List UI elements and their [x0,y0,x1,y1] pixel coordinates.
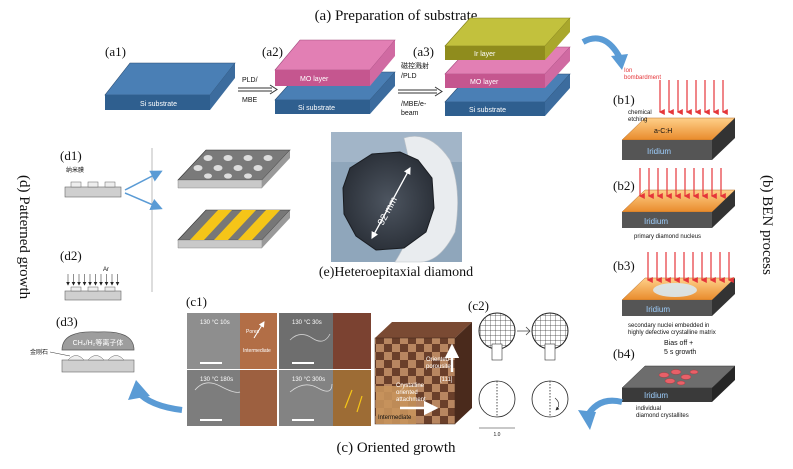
direction-label: [111] [440,377,453,383]
label-b3: (b3) [613,258,635,273]
title-c: (c) Oriented growth [336,440,456,456]
label-a3: (a3) [413,44,434,59]
ben-b2 [621,168,736,228]
ir-label-a3: Ir layer [474,51,496,58]
crystalline-label-3: attachment [396,397,426,403]
defective-matrix-label: highly defective crystalline matrix [628,330,716,336]
crystallites-label: diamond crystallites [636,413,689,419]
diamond-leader [49,351,71,357]
oriented-porous-label-1: Oriented- [426,357,451,363]
method-sputter: 磁控溅射 [401,61,429,70]
label-b2: (b2) [613,178,635,193]
label-a1: (a1) [105,44,126,59]
method-pld: PLD/ [242,77,258,84]
c2-diffraction [478,312,569,429]
si-label-a1: Si substrate [140,101,177,108]
arrow-a-to-b [581,35,623,60]
d3-substrate [61,355,135,373]
label-d2: (d2) [60,248,82,263]
arrow-c-to-d-head [128,380,150,400]
ion-label: Ion [624,68,632,74]
iridium-label-b2: Iridium [644,217,668,226]
perforated-plate [177,149,291,189]
label-c2: (c2) [468,298,489,313]
arrow-d1-bottom [124,192,163,210]
method-ebeam: beam [401,110,419,117]
si-label-a3: Si substrate [469,107,506,114]
c2-scale: 1.0 [494,432,501,438]
si-label-a2: Si substrate [298,105,335,112]
ben-b1 [621,80,736,160]
iridium-label-b3: Iridium [646,305,670,314]
sem-grid [187,313,371,426]
chemical-label: chemical [628,110,652,116]
d2-substrate [64,286,122,301]
title-e: (e)Heteroepitaxial diamond [319,265,473,280]
arrow-d1-top [124,170,163,191]
label-d1: (d1) [60,148,82,163]
pores-label: Pores [246,329,260,335]
mo-label-a2: MO layer [300,76,329,83]
time-300s: 130 °C 300s [292,377,325,383]
bias-off-label: Bias off + [664,340,693,347]
label-d3: (d3) [56,314,78,329]
argon-arrows [66,274,120,286]
ach-label: a-C:H [654,128,672,135]
argon-label: Ar [103,267,109,273]
crystalline-label-1: Crystalline [396,383,425,389]
ben-b3 [621,252,736,316]
crystalline-label-2: oriented [396,390,418,396]
arrow-b-to-c-head [578,410,596,430]
striped-plate [177,209,291,249]
si-substrate-a1 [104,62,236,110]
time-30s: 130 °C 30s [292,320,322,326]
growth-label: 5 s growth [664,349,696,356]
etching-label: etching [628,117,647,123]
d1-substrate [64,181,122,198]
title-d: (d) Patterned growth [16,175,32,300]
arrow-a-to-b-head [611,54,628,70]
nano-film-label: 纳米膜 [66,166,84,174]
oriented-crystal-block [374,322,472,425]
primary-nucleus-label: primary diamond nucleus [634,234,701,240]
label-a2: (a2) [262,44,283,59]
mo-label-a3: MO layer [470,79,499,86]
label-c1: (c1) [186,294,207,309]
secondary-nuclei-label: secondary nuclei embedded in [628,323,709,329]
label-b4: (b4) [613,346,635,361]
ir-layer-a3 [444,17,571,60]
title-b: (b) BEN process [759,175,775,275]
iridium-label-b4: Iridium [644,391,668,400]
method-mbe: MBE [242,97,258,104]
arrow-a1-a2 [238,84,278,95]
d3-plasma [61,331,135,351]
ben-b4 [621,365,736,402]
intermediate-label: Intermediate [378,415,412,421]
method-mbe2: /MBE/e- [401,101,427,108]
mo-layer-a2 [274,39,396,86]
label-b1: (b1) [613,92,635,107]
individual-label: individual [636,406,661,412]
iridium-label-b1: Iridium [647,147,671,156]
time-180s: 130 °C 180s [200,377,233,383]
arrow-a2-a3 [398,86,443,97]
time-10s: 130 °C 10s [200,320,230,326]
title-a: (a) Preparation of substrate [315,8,478,24]
bombardment-label: bombardment [624,75,661,81]
method-pld2: /PLD [401,73,417,80]
diamond-photo [331,132,462,263]
diamond-label: 金刚石 [30,348,48,356]
plasma-label: CH₄/H₂等离子体 [73,338,124,347]
intermediate-small-label: Intermediate [243,348,271,354]
oriented-porous-label-2: porousite [426,364,451,370]
